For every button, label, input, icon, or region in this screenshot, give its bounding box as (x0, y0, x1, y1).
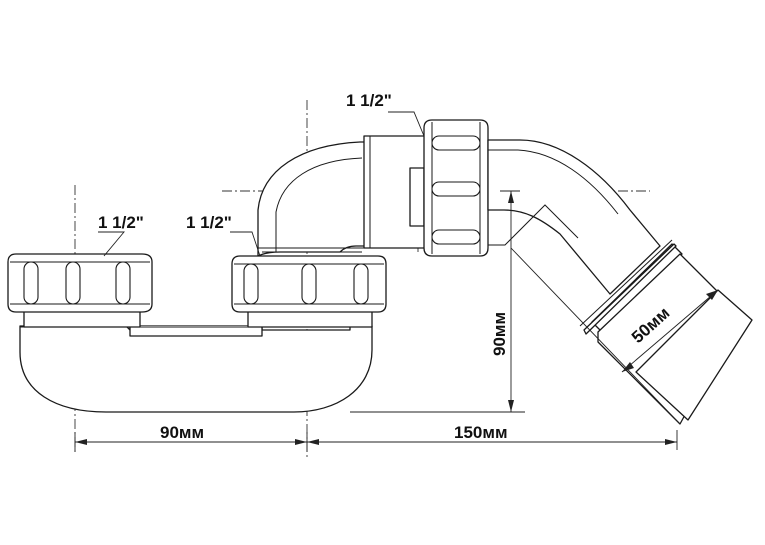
top-nut-spacer (409, 167, 425, 227)
outlet-flange-top (579, 239, 673, 327)
u-trap-bridge (129, 326, 263, 337)
dim-label-90-vertical: 90мм (490, 312, 509, 356)
dim-vertical (350, 190, 681, 425)
outlet-arm (487, 139, 661, 295)
top-nut (423, 119, 489, 257)
leaders (98, 111, 425, 257)
u-trap-body (19, 325, 373, 413)
dim-vertical-extension (510, 247, 681, 425)
left-nut (7, 253, 153, 313)
outlet-pipe (579, 239, 753, 425)
outlet-arm-lower-edge (488, 204, 579, 246)
thread-label-middle: 1 1/2" (186, 213, 232, 232)
outlet-arm-inner (488, 149, 619, 215)
dim-outlet (621, 289, 719, 373)
dim-bottom (74, 430, 678, 452)
thread-label-left: 1 1/2" (98, 213, 144, 232)
middle-nut (231, 255, 387, 313)
riser-elbow-inner (275, 157, 363, 252)
dim-label-150: 150мм (454, 423, 508, 442)
thread-label-top: 1 1/2" (346, 91, 392, 110)
dim-label-90-horizontal: 90мм (160, 423, 204, 442)
